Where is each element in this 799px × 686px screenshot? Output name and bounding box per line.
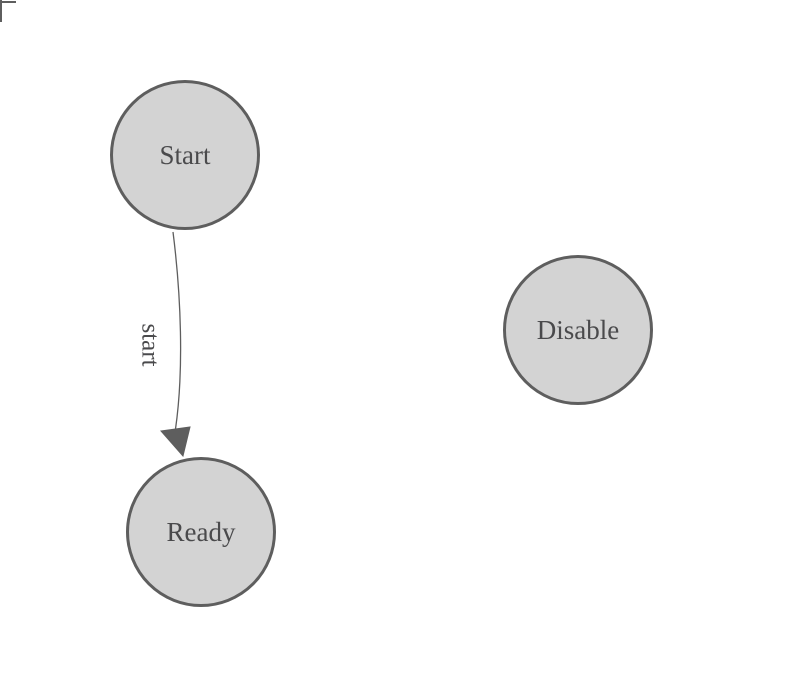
corner-marker-horizontal-line <box>0 1 16 3</box>
edge-arrowhead-icon[interactable] <box>160 426 191 458</box>
node-start-label: Start <box>159 139 211 170</box>
node-disable[interactable]: Disable <box>503 255 653 405</box>
corner-marker-vertical-line <box>0 0 2 22</box>
node-ready[interactable]: Ready <box>126 457 276 607</box>
edge-label-start: start <box>136 323 164 367</box>
canvas-origin-corner-icon <box>0 0 24 24</box>
node-disable-label: Disable <box>536 314 620 345</box>
node-ready-label: Ready <box>166 516 236 547</box>
edge-start-to-ready-line[interactable] <box>172 231 182 430</box>
node-start[interactable]: Start <box>110 80 260 230</box>
